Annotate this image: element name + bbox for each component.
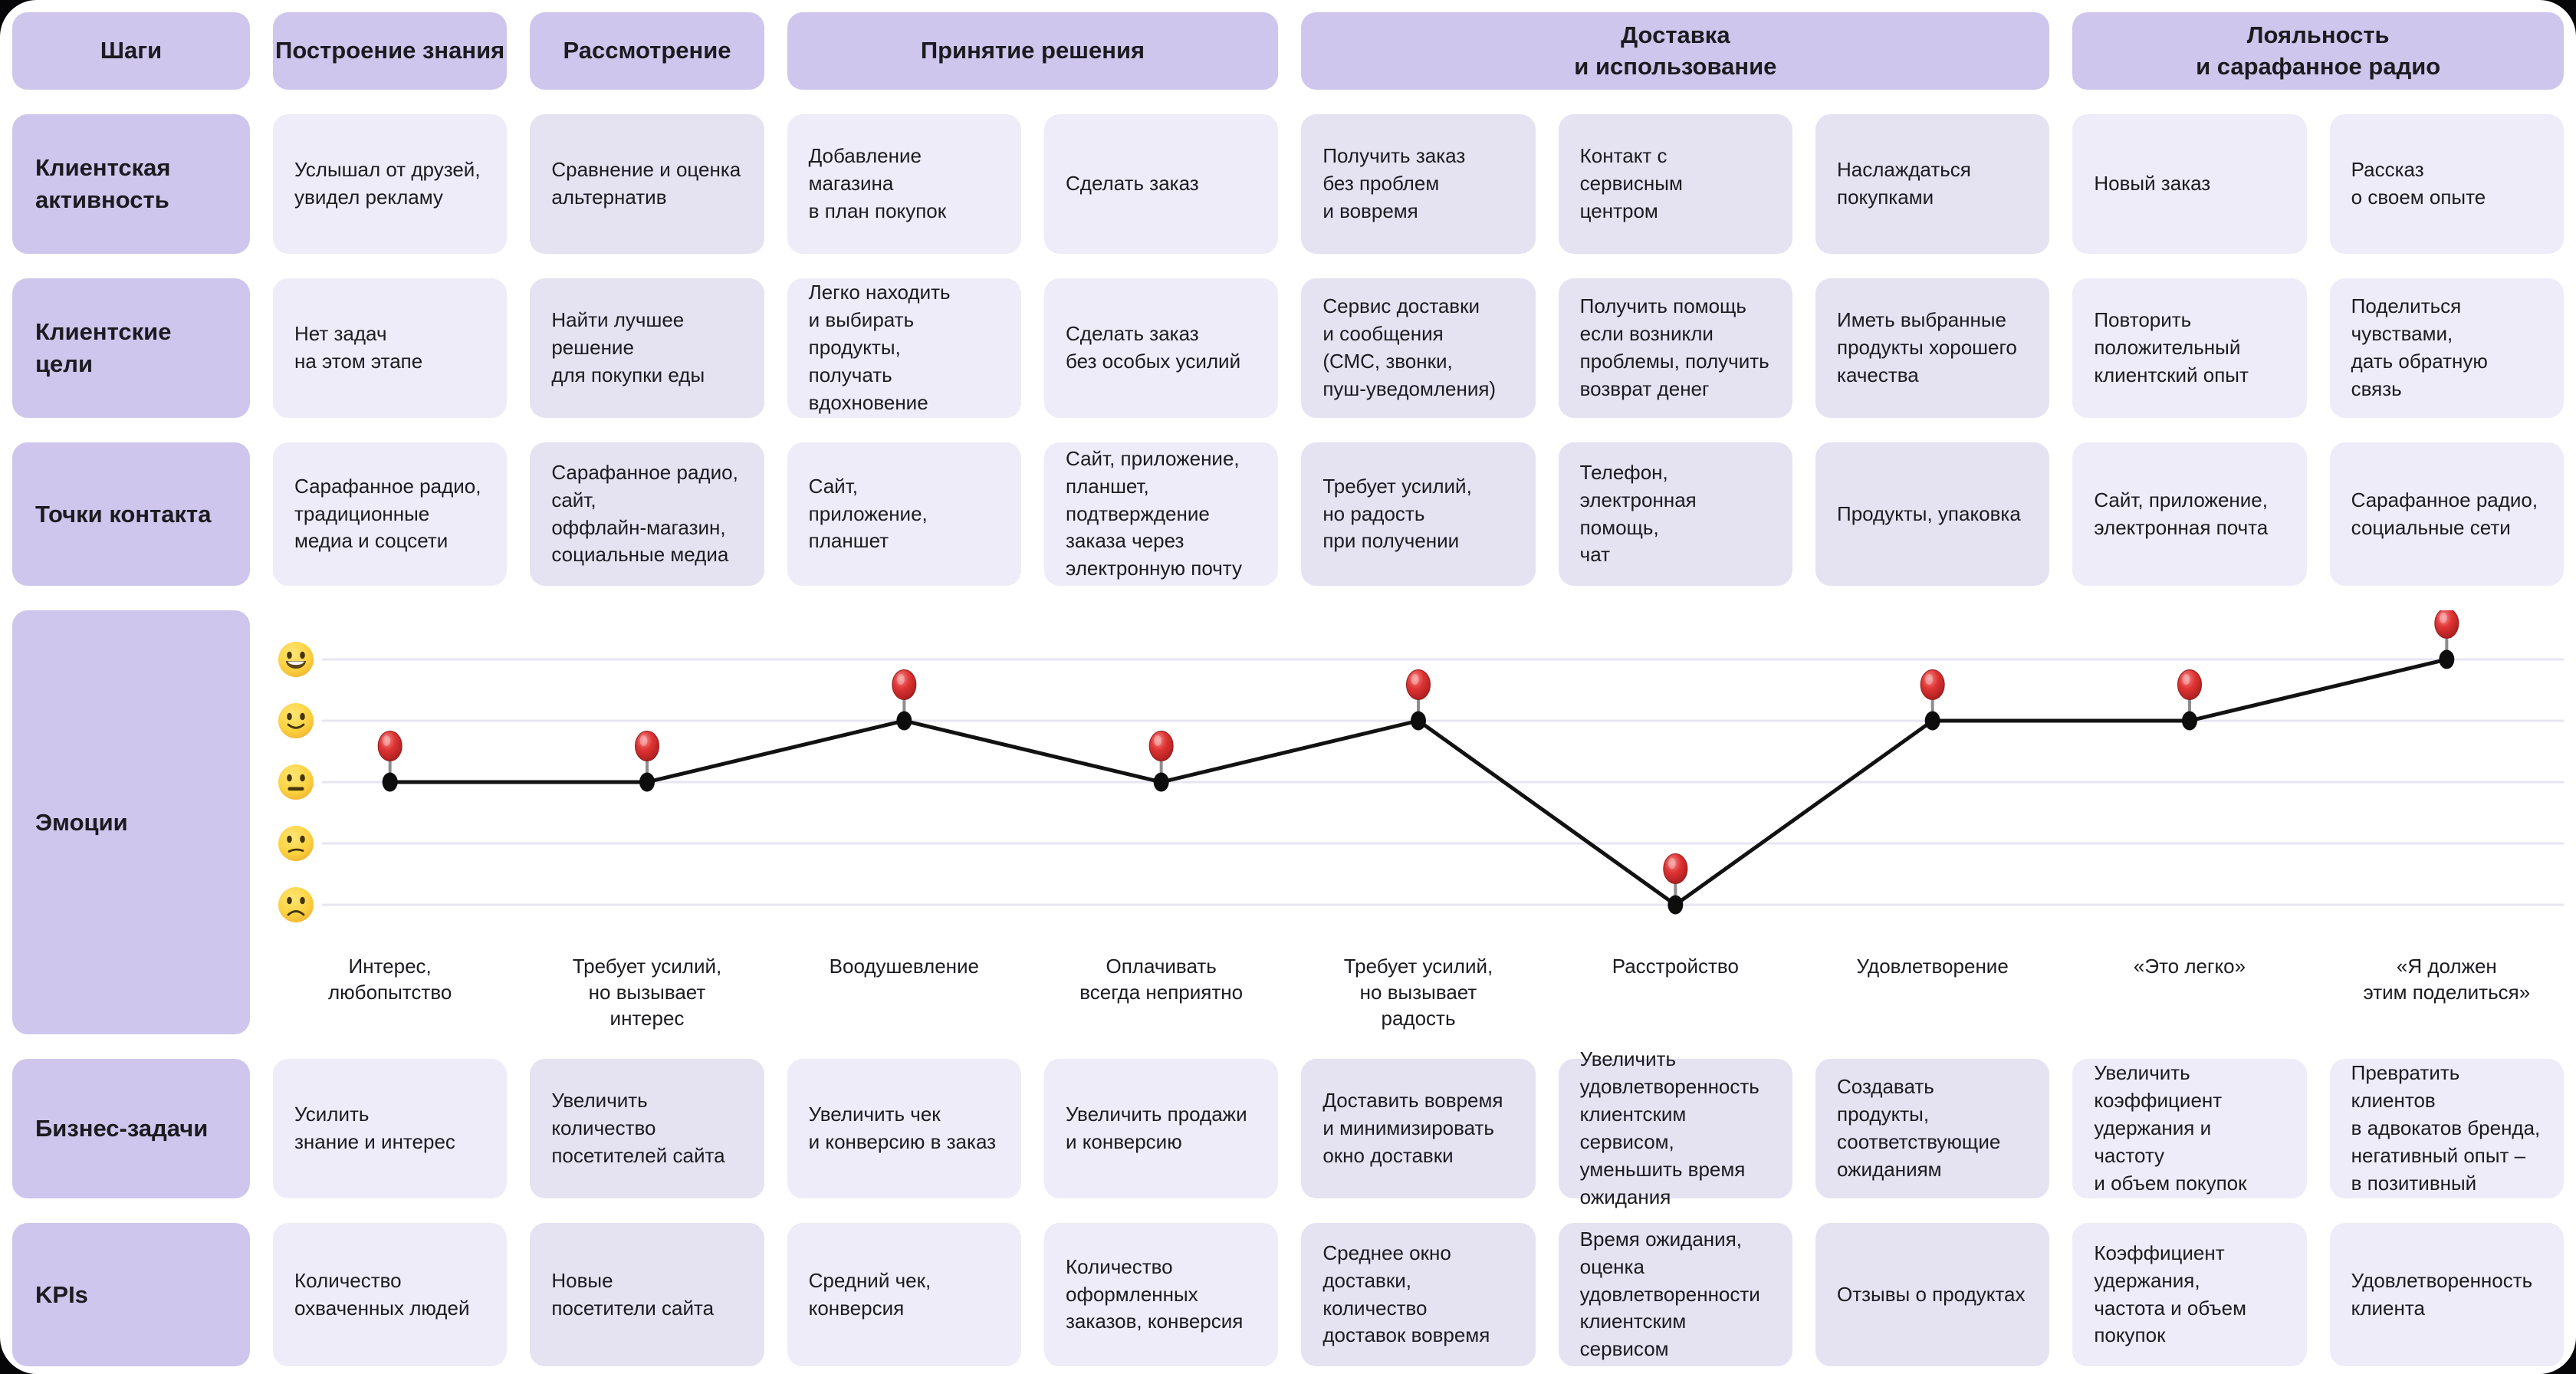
- cell-activity-2: Сравнение и оценка альтернатив: [530, 114, 764, 254]
- cell-goals-4: Сделать заказ без особых усилий: [1044, 278, 1279, 418]
- emotion-pin-5[interactable]: [1406, 669, 1431, 731]
- emotion-chart-svg: [278, 610, 2564, 922]
- cell-business-9: Превратить клиентов в адвокатов бренда, …: [2329, 1059, 2564, 1198]
- frowning-face-icon: [278, 887, 314, 922]
- emotion-caption-4: Оплачивать всегда неприятно: [1079, 955, 1244, 1004]
- emotion-pin-7[interactable]: [1920, 669, 1945, 731]
- cell-touchpoints-5: Требует усилий, но радость при получении: [1301, 442, 1536, 586]
- emotion-caption-5: Требует усилий, но вызывает радость: [1343, 955, 1493, 1030]
- header-steps-label: Шаги: [12, 12, 250, 90]
- neutral-face-icon: [278, 764, 314, 800]
- cell-kpis-7: Отзывы о продуктах: [1815, 1223, 2050, 1366]
- cell-goals-3: Легко находить и выбирать продукты, полу…: [787, 278, 1021, 418]
- cell-business-6: Увеличить удовлетворенность клиентским с…: [1558, 1047, 1792, 1208]
- cell-activity-8: Новый заказ: [2072, 114, 2307, 254]
- cell-activity-1: Услышал от друзей, увидел рекламу: [273, 114, 508, 254]
- row-label-activity: Клиентская активность: [12, 114, 250, 254]
- cell-touchpoints-9: Сарафанное радио, социальные сети: [2329, 442, 2564, 586]
- cell-kpis-4: Количество оформленных заказов, конверси…: [1044, 1223, 1279, 1366]
- cell-business-4: Увеличить продажи и конверсию: [1044, 1059, 1279, 1198]
- emotion-caption-9: «Я должен этим поделиться»: [2363, 955, 2531, 1004]
- row-label-business: Бизнес-задачи: [12, 1059, 250, 1198]
- cell-goals-7: Иметь выбранные продукты хорошего качест…: [1815, 278, 2050, 418]
- cell-business-1: Усилить знание и интерес: [273, 1059, 508, 1198]
- cell-touchpoints-1: Сарафанное радио, традиционные медиа и с…: [273, 442, 508, 586]
- emotion-pin-3[interactable]: [892, 669, 917, 731]
- cell-touchpoints-3: Сайт, приложение, планшет: [787, 442, 1021, 586]
- emotion-caption-2: Требует усилий, но вызывает интерес: [572, 955, 722, 1030]
- stage-header-5: Лояльность и сарафанное радио: [2072, 12, 2564, 90]
- cell-kpis-2: Новые посетители сайта: [530, 1223, 764, 1366]
- cell-kpis-9: Удовлетворенность клиента: [2329, 1223, 2564, 1366]
- cell-activity-4: Сделать заказ: [1044, 114, 1279, 254]
- emotion-caption-7: Удовлетворение: [1856, 955, 2009, 978]
- cell-business-5: Доставить вовремя и минимизировать окно …: [1301, 1059, 1536, 1198]
- cell-touchpoints-6: Телефон, электронная помощь, чат: [1558, 442, 1792, 586]
- cell-business-7: Создавать продукты, соответствующие ожид…: [1815, 1059, 2050, 1198]
- emotion-pin-6[interactable]: [1663, 853, 1688, 915]
- grinning-face-icon: [278, 642, 314, 677]
- cell-activity-7: Наслаждаться покупками: [1815, 114, 2050, 254]
- stage-header-1: Построение знания: [273, 12, 508, 90]
- cell-goals-1: Нет задач на этом этапе: [273, 278, 508, 418]
- row-label-emotions: Эмоции: [12, 610, 250, 1034]
- emotion-pin-2[interactable]: [635, 731, 659, 792]
- cell-goals-9: Поделиться чувствами, дать обратную связ…: [2329, 278, 2564, 418]
- cell-business-2: Увеличить количество посетителей сайта: [530, 1059, 764, 1198]
- cell-activity-6: Контакт с сервисным центром: [1558, 114, 1792, 254]
- emotion-caption-8: «Это легко»: [2133, 955, 2246, 978]
- emotion-caption-3: Воодушевление: [829, 955, 980, 978]
- cell-kpis-5: Среднее окно доставки, количество достав…: [1301, 1223, 1536, 1366]
- cell-touchpoints-7: Продукты, упаковка: [1815, 442, 2050, 586]
- stage-header-3: Принятие решения: [787, 12, 1279, 90]
- cell-business-3: Увеличить чек и конверсию в заказ: [787, 1059, 1021, 1198]
- emotion-caption-1: Интерес, любопытство: [328, 955, 452, 1004]
- stage-header-4: Доставка и использование: [1301, 12, 2050, 90]
- cell-goals-2: Найти лучшее решение для покупки еды: [530, 278, 764, 418]
- cell-kpis-3: Средний чек, конверсия: [787, 1223, 1021, 1366]
- cell-goals-5: Сервис доставки и сообщения (СМС, звонки…: [1301, 278, 1536, 418]
- cell-touchpoints-8: Сайт, приложение, электронная почта: [2072, 442, 2307, 586]
- emotion-pin-8[interactable]: [2177, 669, 2202, 731]
- row-label-touchpoints: Точки контакта: [12, 442, 250, 586]
- cell-kpis-8: Коэффициент удержания, частота и объем п…: [2072, 1223, 2307, 1366]
- cell-activity-3: Добавление магазина в план покупок: [787, 114, 1021, 254]
- emotion-caption-6: Расстройство: [1612, 955, 1739, 978]
- slightly-smiling-face-icon: [278, 703, 314, 738]
- cell-goals-6: Получить помощь если возникли проблемы, …: [1558, 278, 1792, 418]
- cell-kpis-6: Время ожидания, оценка удовлетворенности…: [1558, 1223, 1792, 1366]
- cell-activity-5: Получить заказ без проблем и вовремя: [1301, 114, 1536, 254]
- emotion-pin-1[interactable]: [377, 731, 402, 792]
- cell-kpis-1: Количество охваченных людей: [273, 1223, 508, 1366]
- emotion-pin-4[interactable]: [1148, 731, 1174, 792]
- cell-touchpoints-4: Сайт, приложение, планшет, подтверждение…: [1044, 442, 1279, 586]
- emotion-chart: Интерес, любопытство Требует усилий, но в…: [273, 610, 2564, 1034]
- cell-touchpoints-2: Сарафанное радио, сайт, оффлайн-магазин,…: [530, 442, 764, 586]
- row-label-kpis: KPIs: [12, 1223, 250, 1366]
- stage-header-2: Рассмотрение: [530, 12, 764, 90]
- confused-face-icon: [278, 826, 314, 861]
- cell-goals-8: Повторить положительный клиентский опыт: [2072, 278, 2307, 418]
- cell-business-8: Увеличить коэффициент удержания и частот…: [2072, 1059, 2307, 1198]
- emotion-pin-9[interactable]: [2434, 610, 2459, 669]
- row-label-goals: Клиентские цели: [12, 278, 250, 418]
- cell-activity-9: Рассказ о своем опыте: [2329, 114, 2564, 254]
